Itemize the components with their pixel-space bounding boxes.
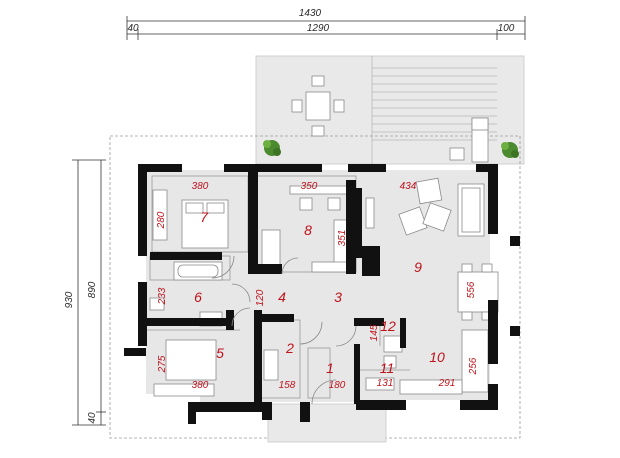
dim-room8-depth: 351 — [337, 230, 348, 247]
tv-unit — [365, 197, 375, 229]
dim-room11-width: 131 — [377, 378, 394, 389]
room-number: 8 — [304, 222, 312, 238]
entrance-terrace — [267, 403, 387, 443]
desk-chairs — [289, 185, 349, 211]
sun-lounger — [449, 117, 489, 163]
double-bed — [181, 199, 229, 249]
dim-room12-width: 145 — [369, 324, 380, 341]
room-number: 4 — [278, 289, 286, 305]
room-number: 9 — [414, 259, 422, 275]
dim-total-depth: 930 — [64, 291, 75, 308]
dim-room5-depth: 275 — [157, 355, 168, 373]
walls — [124, 164, 520, 424]
bathtub — [173, 261, 223, 281]
dim-room7-depth: 280 — [156, 211, 167, 229]
room-number: 5 — [216, 345, 224, 361]
kitchen-counter — [399, 329, 489, 395]
sofa — [457, 183, 485, 237]
left-dimensions: 930 890 40 — [64, 159, 106, 426]
washing-machine — [263, 349, 279, 381]
dim-room4-width: 120 — [255, 289, 266, 306]
dim-left-offset: 40 — [127, 23, 139, 34]
dim-room1-width: 180 — [329, 380, 346, 391]
top-dimensions: 1430 40 1290 100 — [126, 8, 526, 40]
room-number: 11 — [380, 360, 395, 376]
washbasin — [383, 335, 403, 353]
toilet — [149, 297, 165, 311]
dim-room9-depth: 556 — [466, 281, 477, 298]
room-number: 7 — [200, 209, 209, 225]
room-number: 6 — [194, 289, 202, 305]
dim-room10-width: 291 — [438, 378, 456, 389]
dim-room9-width: 434 — [400, 181, 417, 192]
dim-right-offset: 100 — [498, 23, 515, 34]
dim-room7-width: 380 — [192, 181, 209, 192]
toilet — [383, 355, 397, 369]
door-swings — [211, 255, 357, 405]
cabinet — [365, 377, 395, 391]
dim-total-width: 1430 — [299, 8, 322, 19]
wardrobe — [261, 229, 281, 269]
room-number: 2 — [285, 340, 294, 356]
dim-bottom-depth: 40 — [87, 412, 98, 424]
bed — [165, 339, 217, 381]
plant-icon — [263, 140, 281, 156]
dim-room2-width: 158 — [279, 380, 296, 391]
room-number: 12 — [380, 318, 396, 334]
dim-room8-width: 350 — [301, 181, 318, 192]
dim-main-depth: 890 — [87, 281, 98, 298]
room-dimensions: 380 280 350 351 434 556 233 120 275 380 … — [156, 181, 479, 391]
plant-icon — [501, 142, 519, 158]
room-number: 1 — [326, 360, 334, 376]
room-numbers: 7 8 9 6 4 3 5 2 1 10 11 12 — [194, 209, 445, 376]
armchair — [398, 177, 452, 236]
dim-room10-depth: 256 — [468, 357, 479, 375]
dim-main-width: 1290 — [307, 23, 330, 34]
wardrobe — [153, 383, 215, 397]
wardrobe — [152, 189, 168, 241]
outdoor-table — [291, 75, 345, 137]
room-number: 10 — [429, 349, 445, 365]
dim-room5-width: 380 — [192, 380, 209, 391]
dim-room6-depth: 233 — [157, 287, 168, 305]
room-number: 3 — [334, 289, 342, 305]
